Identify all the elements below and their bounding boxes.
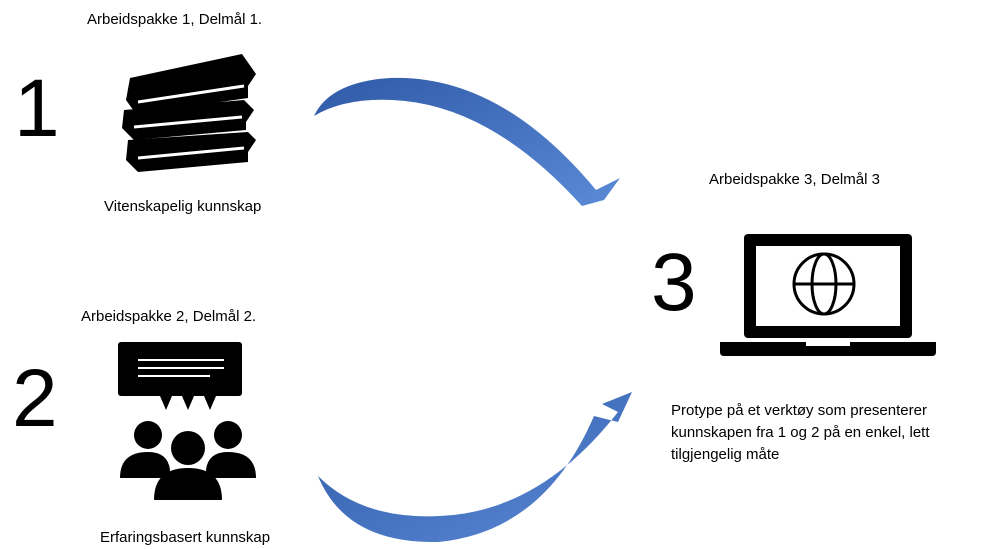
item-1-number: 1 [14,63,60,154]
group-discussion-icon [118,342,256,500]
item-3-caption: Protype på et verktøy som presenterer ku… [671,402,930,463]
item-3-number: 3 [651,237,697,328]
item-1-title: Arbeidspakke 1, Delmål 1. [87,11,263,28]
item-1-caption: Vitenskapelig kunnskap [104,198,262,215]
arrow-1-to-3 [314,77,620,206]
item-2-number: 2 [12,353,58,444]
item-3-title: Arbeidspakke 3, Delmål 3 [709,171,880,188]
books-icon [122,54,256,172]
item-2-caption: Erfaringsbasert kunnskap [100,529,271,546]
item-2-title: Arbeidspakke 2, Delmål 2. [81,308,257,325]
laptop-globe-icon [720,234,936,356]
arrow-2-to-3 [318,392,632,543]
